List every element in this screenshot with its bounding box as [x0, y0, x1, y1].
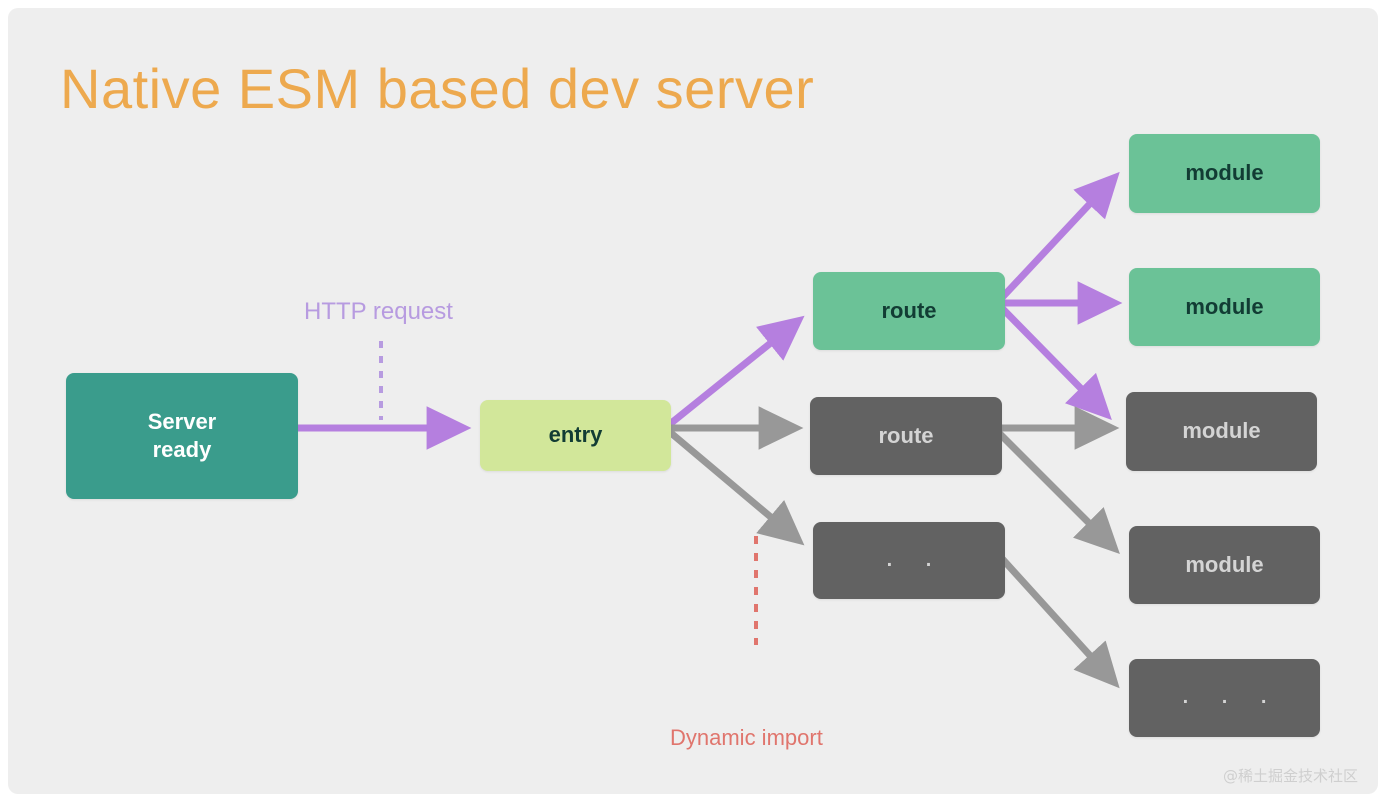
edge-entry-to-dots1: [662, 425, 805, 546]
edge-route1-to-module3: [994, 300, 1112, 420]
watermark: @稀土掘金技术社区: [1222, 767, 1358, 785]
node-label: entry: [548, 422, 603, 448]
node-label: . .: [886, 548, 946, 571]
dynamic-import-line-1: Dynamic import: [670, 724, 823, 750]
node-server[interactable]: Server ready: [66, 373, 298, 499]
http-request-label: HTTP request: [304, 298, 453, 325]
node-module3[interactable]: module: [1126, 392, 1317, 471]
node-label: module: [1185, 551, 1264, 577]
node-entry[interactable]: entry: [480, 400, 671, 471]
node-dots1[interactable]: . .: [813, 522, 1005, 599]
node-label: . . .: [1182, 686, 1281, 709]
page-title: Native ESM based dev server: [60, 57, 815, 120]
node-label: module: [1185, 293, 1264, 319]
diagram-canvas: Native ESM based dev server HTTP request…: [8, 8, 1378, 794]
node-label: Server ready: [147, 408, 217, 462]
node-label: module: [1185, 160, 1264, 186]
node-label: route: [878, 422, 934, 448]
node-dots2[interactable]: . . .: [1129, 659, 1320, 737]
dynamic-import-label: Dynamic import (code split point): [670, 658, 831, 794]
edge-route2-to-module4: [991, 425, 1120, 554]
edge-route1-to-module1: [994, 171, 1120, 306]
node-route2[interactable]: route: [810, 397, 1002, 475]
node-module1[interactable]: module: [1129, 134, 1320, 213]
node-module4[interactable]: module: [1129, 526, 1320, 604]
node-label: route: [881, 297, 937, 323]
node-module2[interactable]: module: [1129, 268, 1320, 346]
node-label: module: [1182, 418, 1261, 444]
edge-entry-to-route1: [662, 315, 805, 431]
edge-dots1-to-dots2: [994, 550, 1120, 689]
edges-layer: [290, 171, 1123, 689]
node-route1[interactable]: route: [813, 272, 1005, 350]
